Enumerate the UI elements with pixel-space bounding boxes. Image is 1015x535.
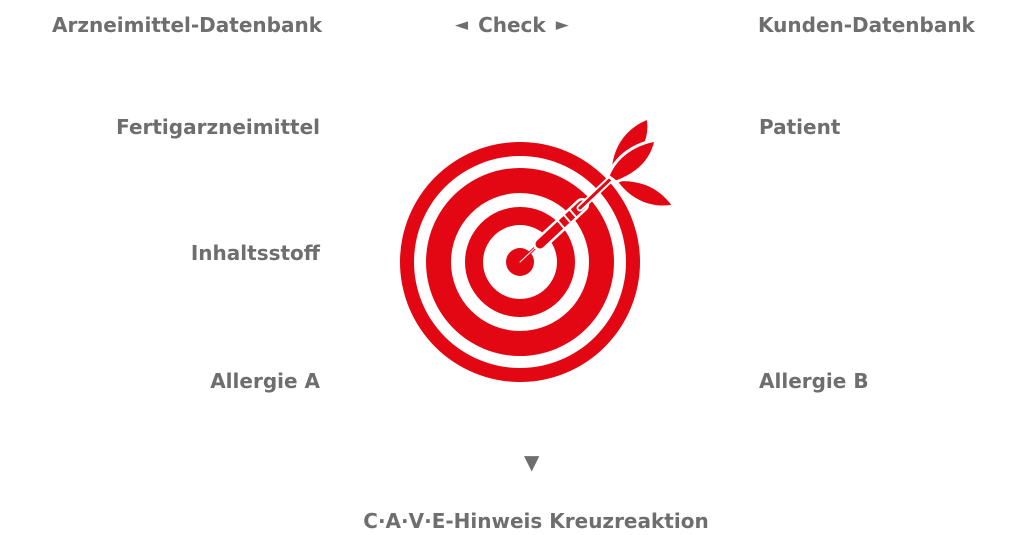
drug-database-title: Arzneimittel-Datenbank — [52, 13, 322, 37]
allergy-b-label: Allergie B — [759, 369, 869, 393]
cave-cross-reaction-notice: C·A·V·E-Hinweis Kreuzreaktion — [363, 509, 709, 533]
check-label: Check — [478, 13, 546, 37]
left-arrow-icon: ◄ — [455, 15, 469, 35]
dartboard-target-icon — [390, 110, 690, 395]
right-arrow-icon: ► — [555, 15, 569, 35]
ingredient-label: Inhaltsstoff — [190, 241, 320, 265]
allergy-a-label: Allergie A — [210, 369, 320, 393]
customer-database-title: Kunden-Datenbank — [758, 13, 975, 37]
patient-label: Patient — [759, 115, 841, 139]
finished-drug-label: Fertigarzneimittel — [116, 115, 320, 139]
check-header: ◄ Check ► — [455, 13, 569, 37]
down-arrow-icon: ▼ — [524, 450, 540, 474]
